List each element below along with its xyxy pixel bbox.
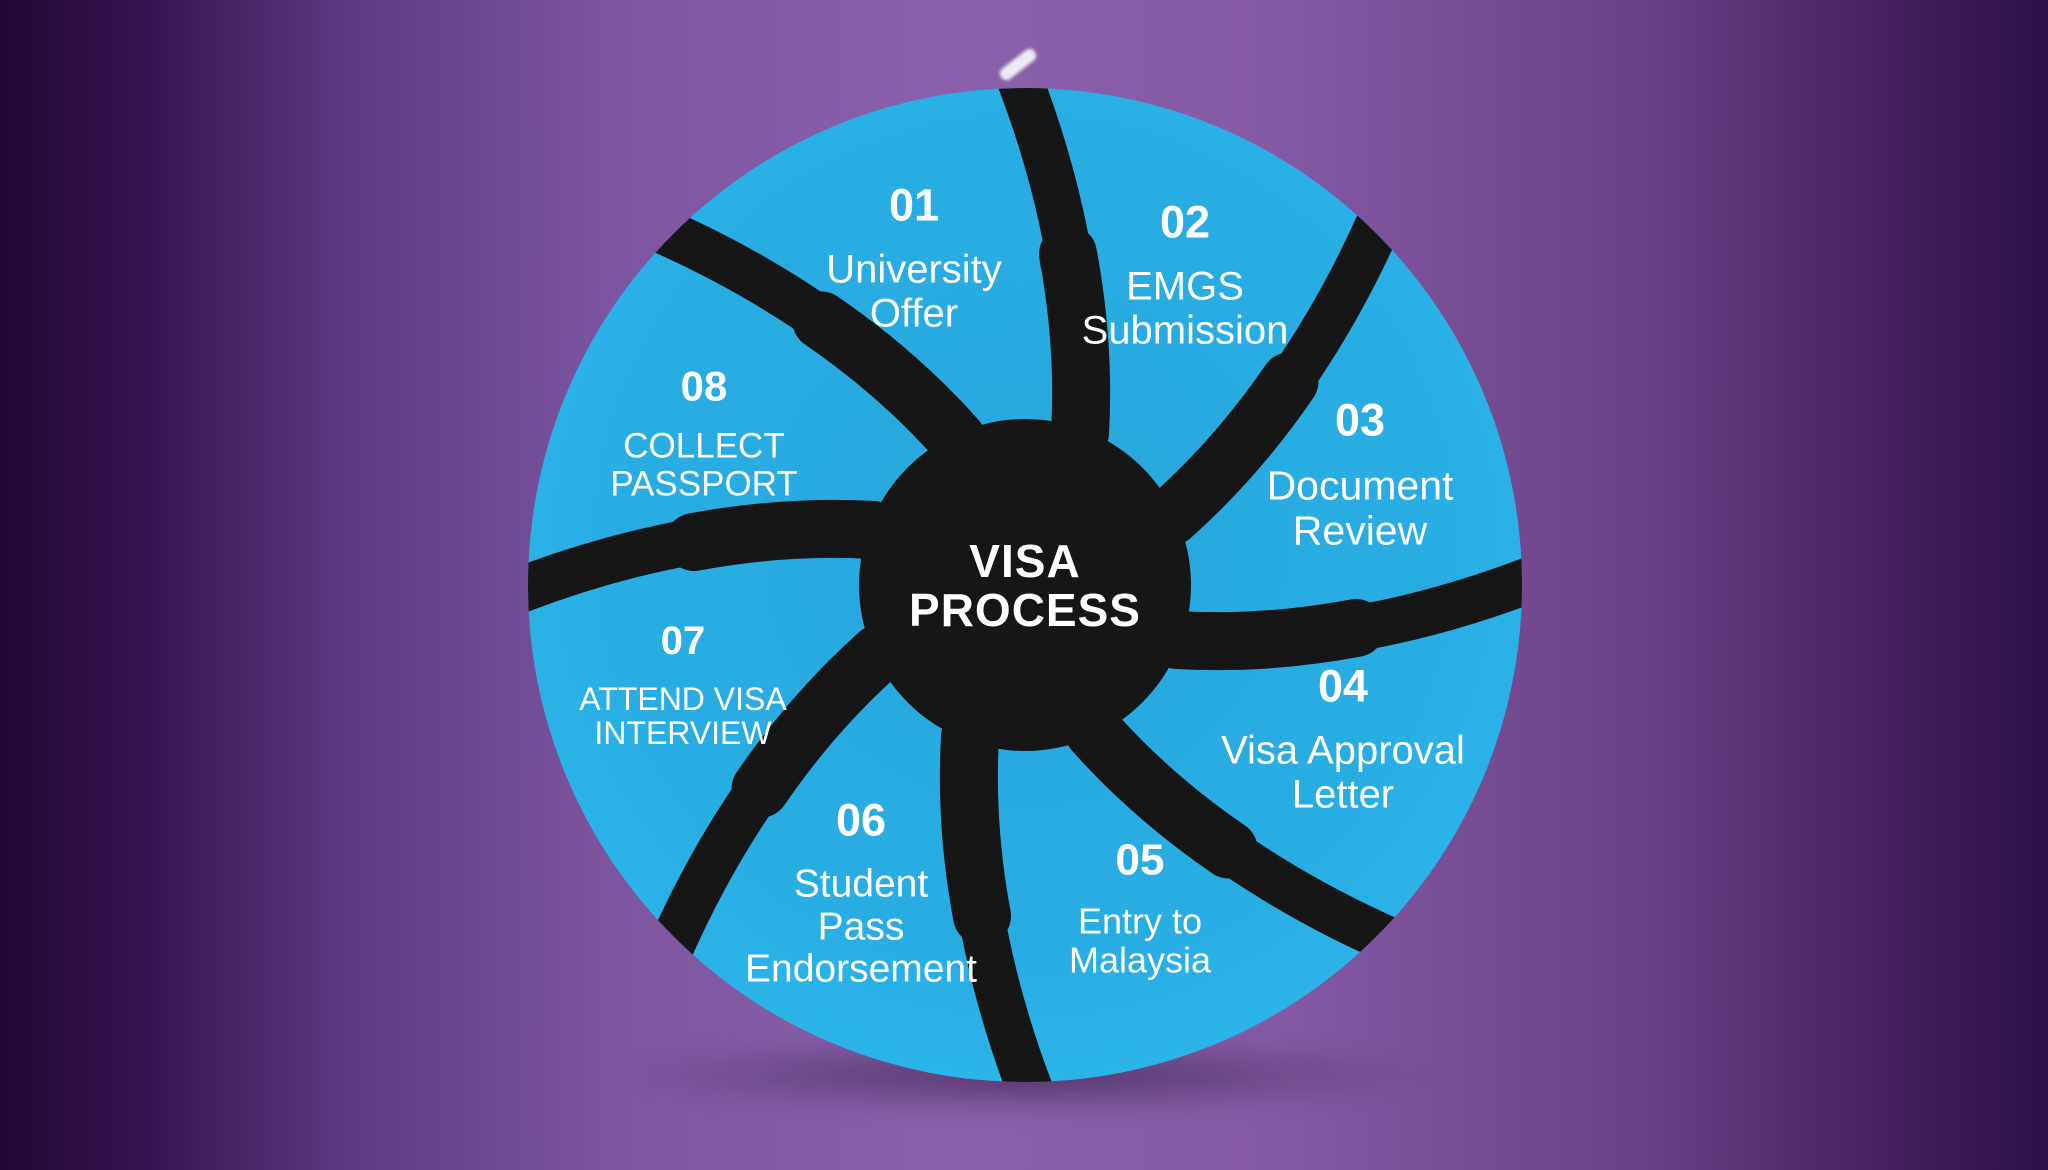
step-label: University Offer (826, 248, 1002, 336)
step-02-emgs-submission: 02 EMGS Submission (1082, 180, 1289, 371)
step-number: 06 (835, 794, 887, 846)
step-number: 07 (660, 619, 706, 664)
step-04-visa-approval-letter: 04 Visa Approval Letter (1221, 644, 1465, 835)
step-01-university-offer: 01 University Offer (826, 163, 1002, 354)
step-label: Visa Approval Letter (1221, 729, 1465, 817)
step-label: Document Review (1266, 462, 1454, 554)
step-label: ATTEND VISA INTERVIEW (579, 680, 787, 752)
step-label: EMGS Submission (1081, 265, 1289, 353)
step-label: Student Pass Endorsement (745, 863, 977, 991)
step-03-document-review: 03 Document Review (1267, 378, 1454, 571)
hub-circle (859, 419, 1191, 751)
step-08-collect-passport: 08 COLLECT PASSPORT (610, 345, 797, 522)
step-number: 01 (888, 179, 940, 231)
step-number: 02 (1159, 196, 1211, 248)
hub-title: VISA PROCESS (909, 534, 1141, 636)
step-06-student-pass-endorsement: 06 Student Pass Endorsement (745, 778, 977, 1009)
step-number: 05 (1115, 835, 1165, 885)
step-label: COLLECT PASSPORT (610, 426, 798, 504)
step-07-attend-visa-interview: 07 ATTEND VISA INTERVIEW (579, 601, 786, 769)
visa-process-wheel (528, 88, 1522, 1082)
step-number: 08 (680, 362, 728, 410)
step-number: 03 (1334, 394, 1386, 446)
step-05-entry-to-malaysia: 05 Entry to Malaysia (1069, 817, 1211, 998)
step-number: 04 (1317, 660, 1369, 712)
step-label: Entry to Malaysia (1068, 900, 1212, 981)
